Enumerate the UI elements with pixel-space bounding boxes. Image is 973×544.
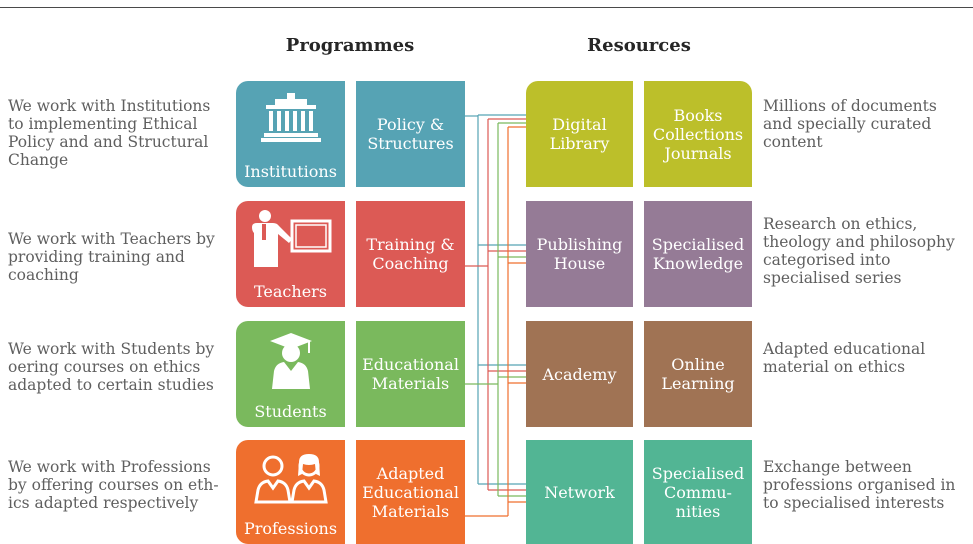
programme-label: Training & Coaching: [366, 235, 455, 273]
teacher-board-icon: [236, 209, 345, 273]
building-icon: [236, 91, 345, 147]
resource-detail: Online Learning: [661, 355, 735, 393]
programme-description-students: We work with Students by oering courses …: [8, 340, 215, 394]
tile-institutions: Institutions: [236, 81, 345, 187]
professionals-icon: [236, 452, 345, 508]
resource-detail: Specialised Knowledge: [651, 235, 745, 273]
resource-description-network: Exchange between professions organised i…: [763, 458, 956, 512]
programme-policy-structures: Policy & Structures: [356, 81, 465, 187]
resource-detail-network: Specialised Commu- nities: [644, 440, 752, 544]
resource-detail-academy: Online Learning: [644, 321, 752, 427]
resource-description-publishing: Research on ethics, theology and philoso…: [763, 215, 955, 287]
resource-detail-publishing: Specialised Knowledge: [644, 201, 752, 307]
resource-name: Academy: [542, 364, 617, 384]
programme-adapted-educational-materials: Adapted Educational Materials: [356, 440, 465, 544]
programme-educational-materials: Educational Materials: [356, 321, 465, 427]
resources-heading: Resources: [587, 35, 691, 56]
top-rule: [0, 7, 973, 8]
resource-digital-library: Digital Library: [526, 81, 633, 187]
tile-professions: Professions: [236, 440, 345, 544]
resource-network: Network: [526, 440, 633, 544]
tile-label: Students: [254, 402, 327, 421]
tile-teachers: Teachers: [236, 201, 345, 307]
resource-name: Publishing House: [536, 235, 623, 273]
programme-description-institutions: We work with Institutions to implementin…: [8, 97, 211, 169]
tile-students: Students: [236, 321, 345, 427]
resource-publishing-house: Publishing House: [526, 201, 633, 307]
programme-label: Policy & Structures: [367, 115, 454, 153]
resource-academy: Academy: [526, 321, 633, 427]
programme-label: Educational Materials: [362, 355, 459, 393]
programme-description-teachers: We work with Teachers by providing train…: [8, 230, 215, 284]
programme-description-professions: We work with Professions by offering cou…: [8, 458, 219, 512]
resource-description-library: Millions of documents and specially cura…: [763, 97, 937, 151]
programmes-heading: Programmes: [285, 35, 415, 56]
resource-description-academy: Adapted educational material on ethics: [763, 340, 926, 376]
graduate-icon: [236, 331, 345, 393]
programme-label: Adapted Educational Materials: [362, 463, 459, 521]
tile-label: Professions: [243, 519, 338, 538]
resource-detail-library: Books Collections Journals: [644, 81, 752, 187]
tile-label: Institutions: [244, 162, 337, 181]
tile-label: Teachers: [253, 282, 328, 301]
programme-training-coaching: Training & Coaching: [356, 201, 465, 307]
resource-detail: Specialised Commu- nities: [651, 463, 745, 521]
resource-name: Digital Library: [549, 115, 610, 153]
resource-detail: Books Collections Journals: [652, 105, 744, 163]
resource-name: Network: [544, 482, 615, 502]
